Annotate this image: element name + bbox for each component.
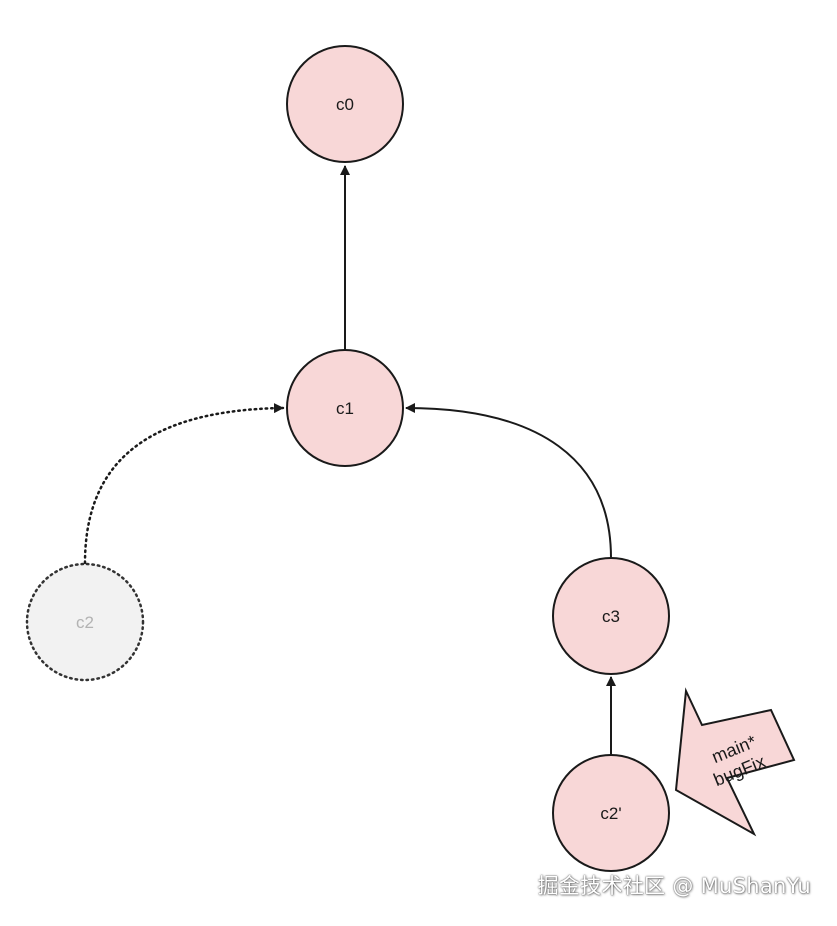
commit-node-c2-circle <box>25 562 145 682</box>
commit-node-c1: c1 <box>286 349 404 467</box>
watermark: 掘金技术社区 @ MuShanYu <box>537 874 811 898</box>
edge-c2-to-c1 <box>83 403 285 565</box>
commit-node-c1-label: c1 <box>336 399 354 418</box>
commit-node-c3-label: c3 <box>602 607 620 626</box>
commit-node-c3: c3 <box>552 557 670 675</box>
edge-c3-to-c1 <box>405 403 612 559</box>
commit-node-c3-circle <box>552 557 670 675</box>
commit-node-c0-label: c0 <box>336 95 354 114</box>
commit-node-c0-circle <box>286 45 404 163</box>
commit-node-c2-prime-label: c2' <box>600 804 621 823</box>
branch-tag-main-bugfix: main* bugFix <box>674 687 796 837</box>
commit-node-c2-prime: c2' <box>552 754 670 872</box>
branch-tag-arrow-shape <box>674 687 796 837</box>
commit-node-c0: c0 <box>286 45 404 163</box>
commit-node-c2-ghost: c2 <box>25 562 145 682</box>
commit-node-c2-prime-circle <box>552 754 670 872</box>
commit-node-c1-circle <box>286 349 404 467</box>
commit-node-c2-label: c2 <box>76 613 94 632</box>
